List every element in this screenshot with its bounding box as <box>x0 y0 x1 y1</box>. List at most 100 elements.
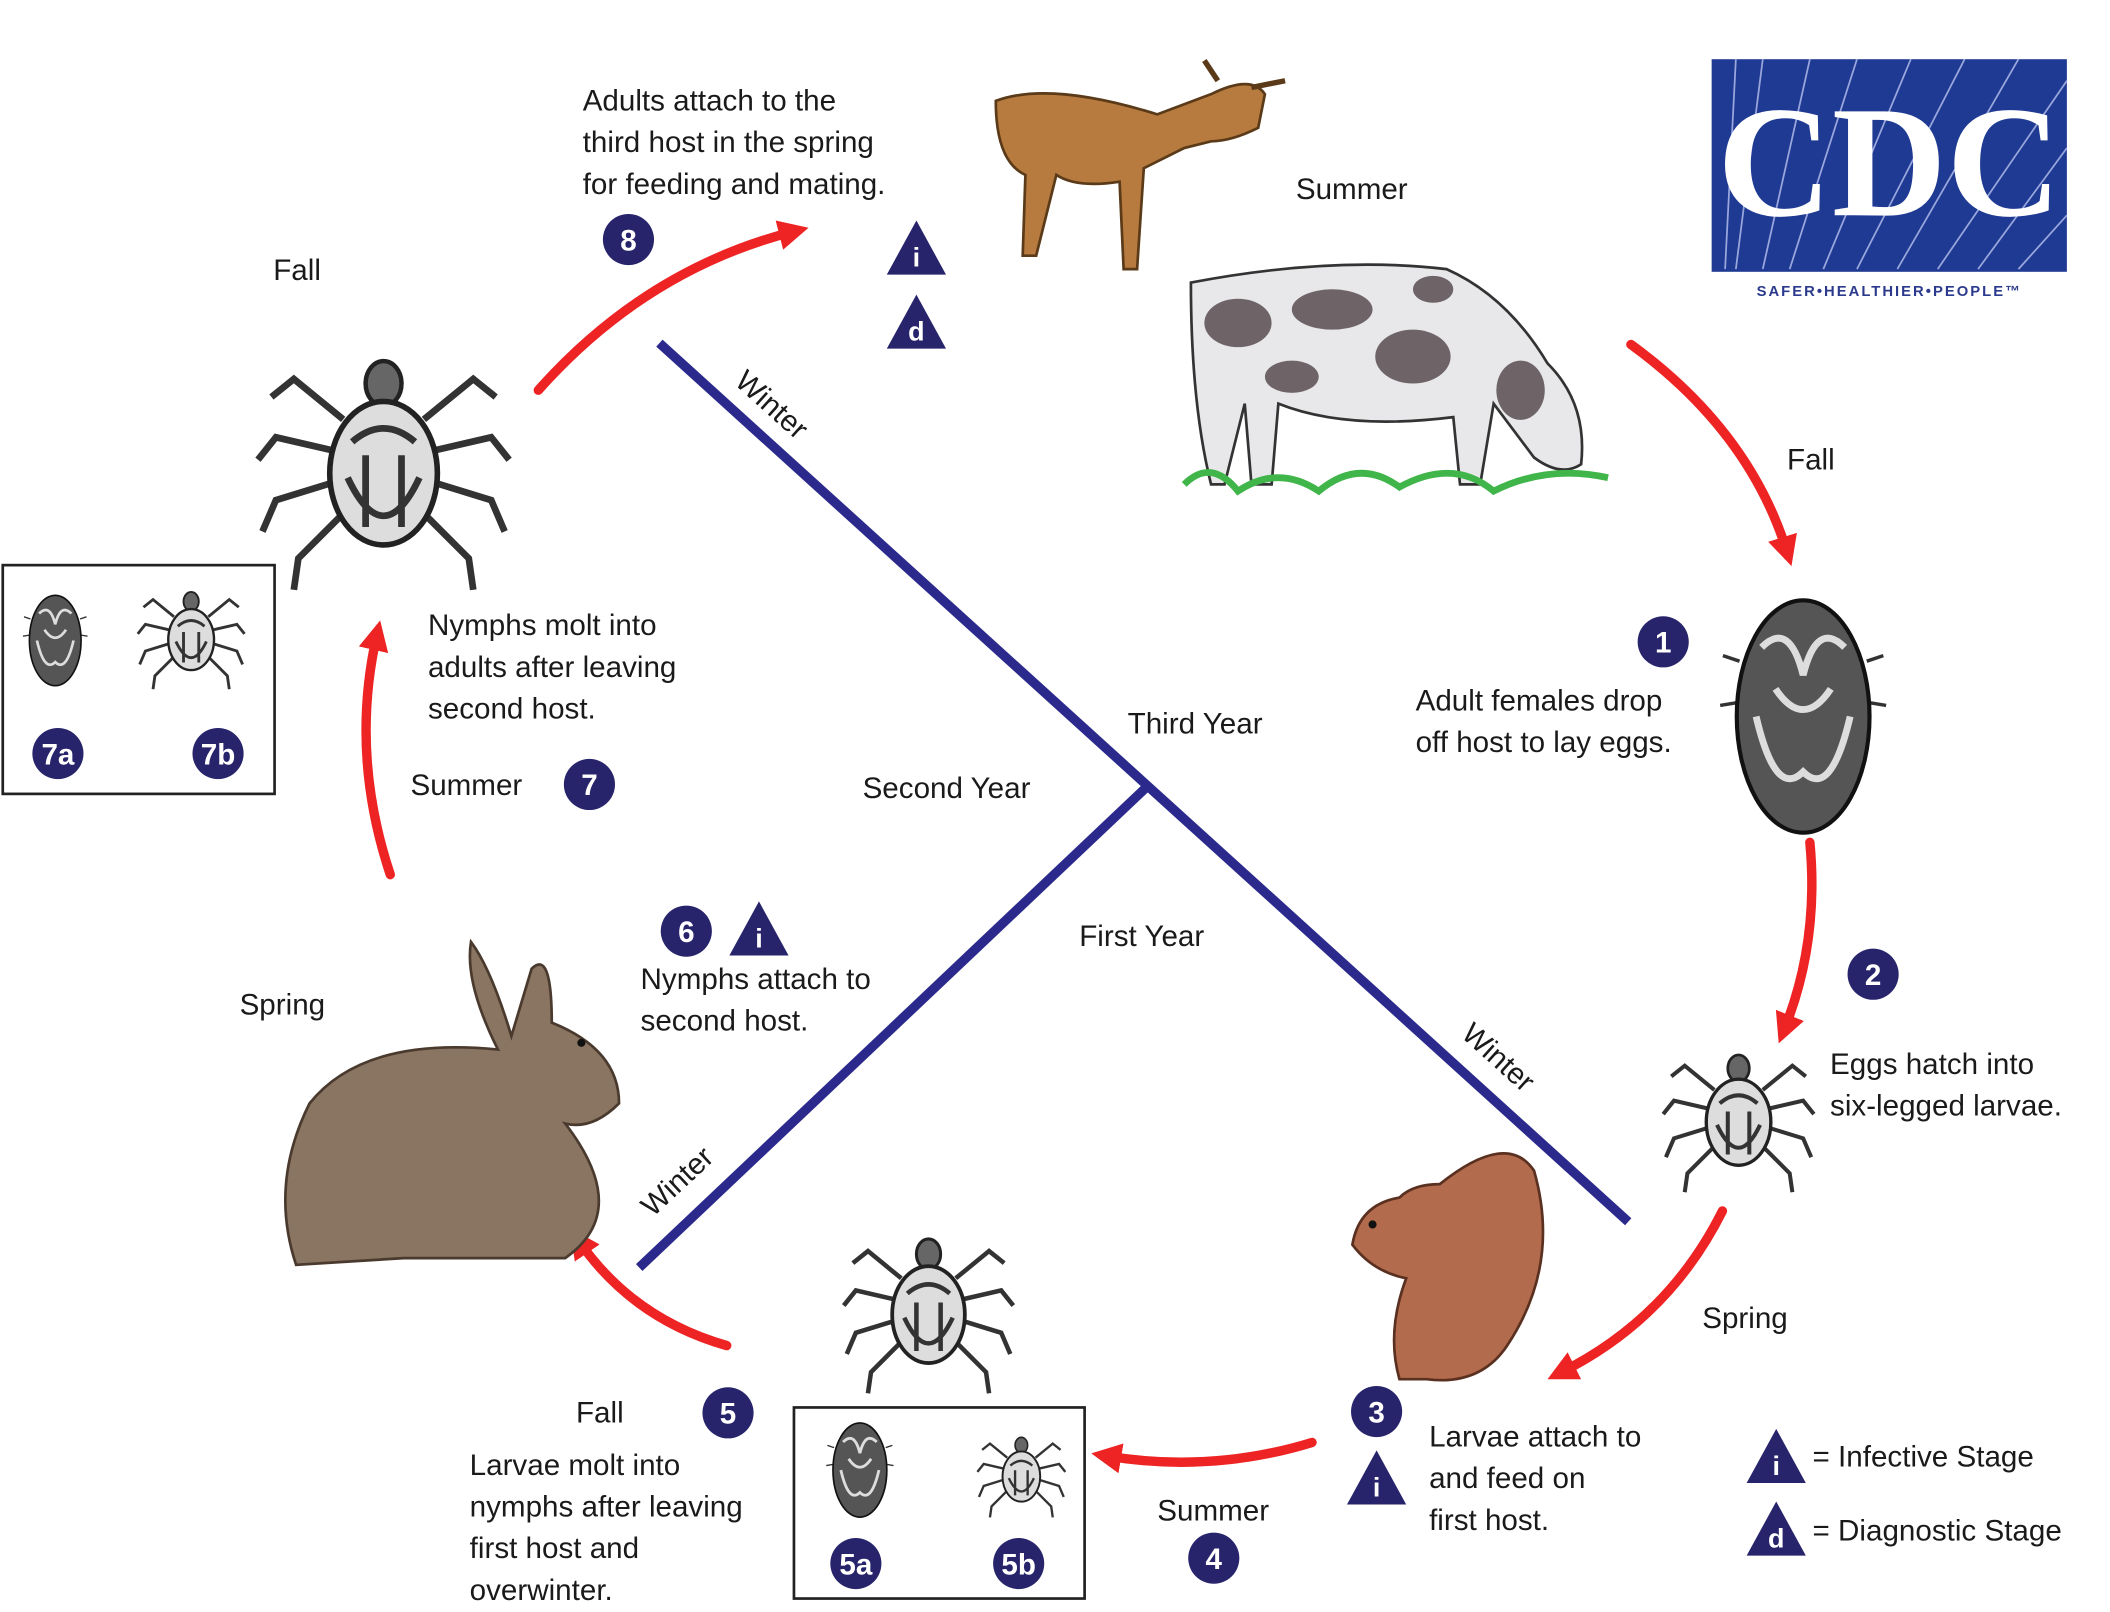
nymph-tick-icon <box>844 1239 1014 1393</box>
arrow-step-7 <box>358 620 395 880</box>
step-7b-badge <box>192 727 244 780</box>
cdc-tagline: SAFER•HEALTHIER•PEOPLE™ <box>1757 284 2022 300</box>
svg-text:Nymphs molt into: Nymphs molt into <box>428 609 657 642</box>
step-8-number: 8 <box>620 224 636 257</box>
arrow-step-8 <box>533 220 809 395</box>
svg-text:Adult females drop: Adult females drop <box>1416 684 1663 717</box>
legend-diagnostic-marker: d <box>1746 1501 1806 1556</box>
step-4-badge: 4 <box>1188 1532 1240 1584</box>
molt-box-7: 7a 7b <box>1 563 276 796</box>
squirrel-illustration <box>1350 1152 1545 1382</box>
second-year-label: Second Year <box>863 772 1031 805</box>
legend-infective-marker: i <box>1746 1428 1806 1483</box>
step-3-number: 3 <box>1368 1396 1384 1429</box>
step-5a-number: 5a <box>839 1548 872 1581</box>
svg-text:Nymphs attach to: Nymphs attach to <box>641 963 871 996</box>
season-label: Summer <box>1296 173 1408 206</box>
step-3-badge: 3 <box>1351 1385 1403 1438</box>
first-year-label: First Year <box>1079 920 1204 953</box>
winter-label: Winter <box>1455 1017 1541 1099</box>
molt-box-5: 5a 5b <box>792 1406 1086 1600</box>
cdc-logo: CDC SAFER•HEALTHIER•PEOPLE™ <box>1711 58 2068 300</box>
svg-text:first host and: first host and <box>470 1532 639 1565</box>
third-year-label: Third Year <box>1128 707 1263 740</box>
season-label: Summer <box>410 769 522 802</box>
engorged-female-tick-icon <box>1720 600 1886 832</box>
legend-diagnostic-label: = Diagnostic Stage <box>1813 1515 2062 1548</box>
infective-stage-marker: i <box>886 220 947 275</box>
step-2-badge: 2 <box>1847 948 1899 1000</box>
step-7-number: 7 <box>581 769 597 802</box>
svg-text:six-legged larvae.: six-legged larvae. <box>1830 1089 2062 1122</box>
step-6-description: Nymphs attach to second host. <box>641 963 871 1038</box>
season-label: Fall <box>576 1396 624 1429</box>
cow-illustration <box>1181 263 1609 496</box>
arrow-step-5 <box>570 1228 732 1351</box>
diagnostic-stage-marker: d <box>886 294 947 349</box>
step-5-badge: 5 <box>702 1387 754 1439</box>
svg-text:for feeding and mating.: for feeding and mating. <box>583 168 886 201</box>
timeline-line-branch <box>635 783 1150 1271</box>
step-6-number: 6 <box>678 916 694 949</box>
step-6-badge: 6 <box>660 905 712 957</box>
step-8-badge: 8 <box>602 213 655 266</box>
svg-text:d: d <box>908 316 924 346</box>
step-7-badge: 7 <box>563 758 615 811</box>
step-5a-badge <box>830 1537 882 1590</box>
step-7b-number: 7b <box>201 738 236 771</box>
svg-text:and feed on: and feed on <box>1429 1462 1585 1495</box>
step-8-description: Adults attach to the third host in the s… <box>583 84 886 200</box>
winter-label: Winter <box>729 364 815 446</box>
timeline-line-main <box>656 339 1632 1226</box>
season-label: Summer <box>1157 1495 1269 1528</box>
arrow-spring <box>1547 1206 1728 1380</box>
svg-text:first host.: first host. <box>1429 1504 1549 1537</box>
deer-illustration <box>994 59 1286 271</box>
svg-text:Larvae attach to: Larvae attach to <box>1429 1420 1641 1453</box>
svg-text:Larvae molt into: Larvae molt into <box>470 1449 681 1482</box>
step-1-badge: 1 <box>1637 616 1689 668</box>
step-7a-number: 7a <box>41 738 74 771</box>
arrow-step-2 <box>1775 837 1817 1044</box>
cdc-logo-text: CDC <box>1717 75 2061 250</box>
svg-text:off host to lay eggs.: off host to lay eggs. <box>1416 726 1672 759</box>
step-2-description: Eggs hatch into six-legged larvae. <box>1830 1048 2062 1123</box>
season-label: Fall <box>273 254 321 287</box>
svg-text:Eggs hatch into: Eggs hatch into <box>1830 1048 2034 1081</box>
svg-text:adults after leaving: adults after leaving <box>428 651 676 684</box>
step-5b-badge <box>993 1537 1045 1590</box>
step-5-number: 5 <box>720 1398 736 1431</box>
step-5b-number: 5b <box>1001 1548 1036 1581</box>
step-2-number: 2 <box>1865 959 1881 992</box>
svg-text:i: i <box>913 242 920 272</box>
winter-label: Winter <box>635 1140 720 1223</box>
svg-text:i: i <box>755 923 762 953</box>
legend-infective-label: = Infective Stage <box>1813 1441 2034 1474</box>
step-4-number: 4 <box>1206 1543 1223 1576</box>
season-label: Spring <box>240 989 326 1022</box>
svg-text:nymphs after leaving: nymphs after leaving <box>470 1490 743 1523</box>
svg-text:third host in the spring: third host in the spring <box>583 126 874 159</box>
svg-text:d: d <box>1768 1523 1784 1553</box>
svg-text:i: i <box>1373 1472 1380 1502</box>
arrow-fall <box>1626 339 1797 567</box>
svg-text:second host.: second host. <box>641 1005 809 1038</box>
svg-text:overwinter.: overwinter. <box>470 1574 613 1607</box>
season-label: Spring <box>1702 1302 1788 1335</box>
svg-text:i: i <box>1772 1451 1779 1481</box>
larva-tick-icon <box>1663 1055 1814 1192</box>
season-label: Fall <box>1787 444 1835 477</box>
step-3-description: Larvae attach to and feed on first host. <box>1429 1420 1641 1536</box>
step-7a-badge <box>32 727 84 780</box>
svg-text:Adults attach to the: Adults attach to the <box>583 84 836 117</box>
arrow-step-4 <box>1091 1437 1317 1474</box>
infective-stage-marker: i <box>729 901 789 956</box>
adult-tick-icon <box>258 361 509 590</box>
step-1-number: 1 <box>1655 627 1671 660</box>
svg-text:second host.: second host. <box>428 693 596 726</box>
step-7-description: Nymphs molt into adults after leaving se… <box>428 609 676 725</box>
step-5-description: Larvae molt into nymphs after leaving fi… <box>470 1449 743 1607</box>
infective-stage-marker: i <box>1346 1450 1407 1505</box>
rabbit-illustration <box>284 938 621 1267</box>
